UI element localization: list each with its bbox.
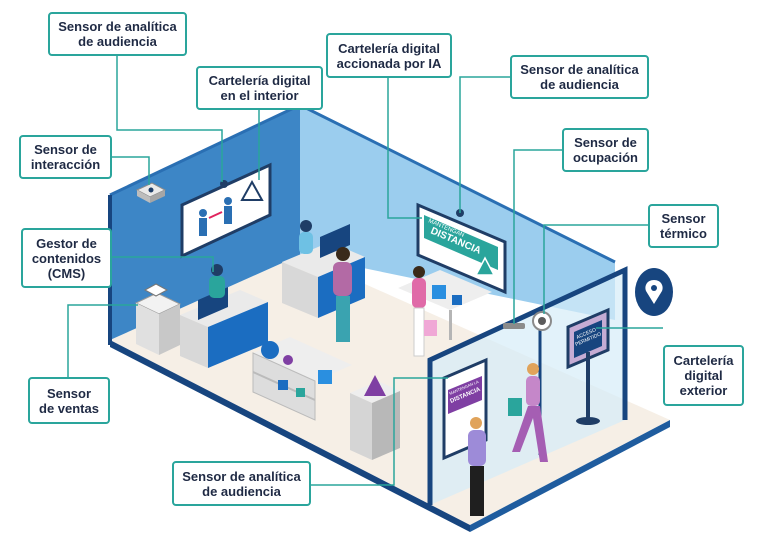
product-pyramid bbox=[364, 375, 386, 396]
person-shopper-legs bbox=[413, 307, 425, 357]
interaction-sensor-side bbox=[150, 190, 165, 203]
interaction-sensor-lens bbox=[148, 187, 154, 193]
occupancy-sensor bbox=[503, 323, 525, 329]
product-sphere bbox=[261, 341, 279, 359]
shopping-bag bbox=[424, 320, 437, 336]
person-walker-body bbox=[526, 376, 540, 406]
sales-terminal-front bbox=[136, 303, 159, 355]
person-clerk-head bbox=[300, 220, 312, 232]
window-poster-banner bbox=[448, 376, 482, 414]
product-cube bbox=[432, 285, 446, 299]
connector-audiencia-3 bbox=[311, 377, 448, 486]
person-walker-legs bbox=[512, 406, 548, 462]
floor-edge-left bbox=[110, 340, 470, 532]
audience-sensor-camera bbox=[220, 180, 228, 188]
connector-audiencia-2 bbox=[459, 76, 510, 213]
pedestal-side bbox=[372, 391, 400, 460]
connector-interaccion bbox=[112, 156, 150, 185]
person-cms-body bbox=[209, 276, 225, 298]
person-icon bbox=[224, 197, 232, 205]
connector-cms bbox=[112, 256, 214, 272]
location-pin-hole bbox=[651, 285, 657, 291]
location-pin-icon bbox=[645, 280, 663, 304]
ai-screen-banner bbox=[424, 215, 498, 270]
person-walker-head bbox=[527, 363, 539, 375]
connector-ia bbox=[387, 78, 422, 219]
person-outside-legs bbox=[470, 466, 484, 516]
person-outside-head bbox=[470, 417, 482, 429]
glass-wall-frame bbox=[427, 266, 628, 505]
exterior-screen-stand bbox=[586, 352, 590, 420]
person-customer-legs bbox=[336, 296, 350, 342]
floor-edge-right bbox=[470, 420, 670, 532]
person-icon-body bbox=[224, 206, 232, 224]
cms-desk-side bbox=[208, 302, 268, 368]
product-cube bbox=[278, 380, 288, 390]
person-cms-head bbox=[211, 264, 223, 276]
person-shopper-head bbox=[413, 266, 425, 278]
cms-desk-front bbox=[180, 315, 208, 368]
back-monitor bbox=[320, 224, 350, 258]
exterior-screen-base bbox=[576, 417, 600, 425]
person-customer-head bbox=[336, 247, 350, 261]
distance-arrow-icon bbox=[208, 211, 223, 219]
warning-icon bbox=[474, 256, 496, 276]
exterior-screen-inner bbox=[574, 320, 602, 358]
product-cube bbox=[318, 370, 332, 384]
person-icon bbox=[199, 209, 207, 217]
person-outside-body bbox=[468, 430, 486, 466]
person-icon-body bbox=[199, 218, 207, 236]
warning-icon bbox=[240, 179, 264, 201]
product-cube bbox=[452, 295, 462, 305]
product-sphere bbox=[283, 355, 293, 365]
sales-printer bbox=[143, 283, 169, 297]
connector-termico bbox=[543, 224, 648, 314]
display-table-leg bbox=[449, 310, 452, 340]
person-shopper-body bbox=[412, 278, 426, 308]
person-clerk-body bbox=[299, 232, 313, 254]
thermal-sensor-core bbox=[538, 317, 546, 325]
sales-terminal-side bbox=[159, 304, 180, 355]
person-customer-body bbox=[333, 262, 352, 296]
connector-ventas bbox=[67, 304, 138, 377]
connector-lines bbox=[67, 56, 663, 486]
back-counter-front bbox=[282, 262, 318, 318]
product-cube bbox=[296, 388, 305, 397]
shopping-bag bbox=[508, 398, 522, 416]
interaction-sensor-side bbox=[137, 190, 150, 203]
connector-audiencia-1 bbox=[116, 56, 223, 182]
pedestal-front bbox=[350, 393, 372, 460]
connector-ocupacion bbox=[513, 149, 562, 324]
